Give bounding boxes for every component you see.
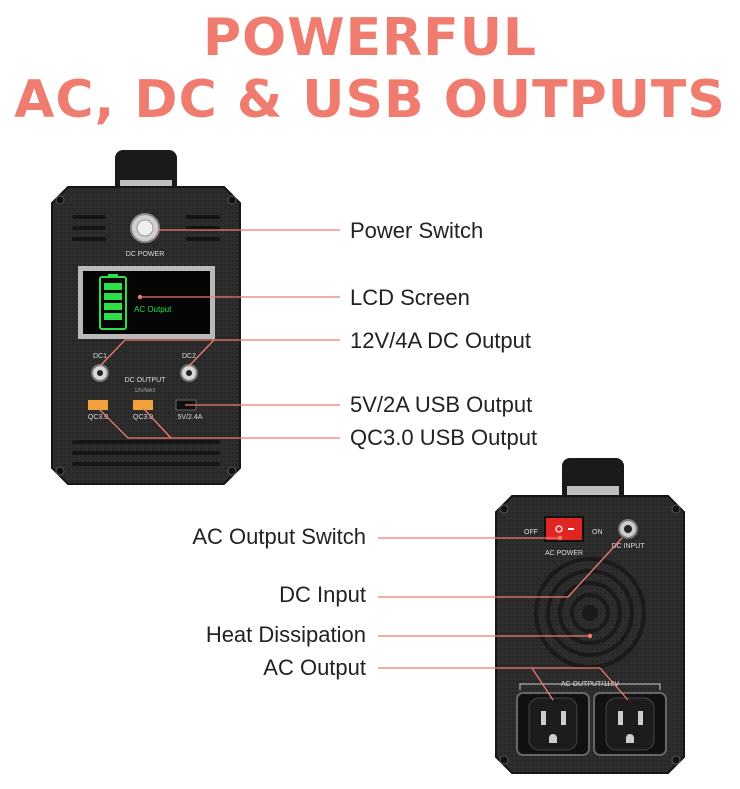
front-device: DC POWER AC Output DC1 DC2 DC OUTPUT 12V… xyxy=(51,150,241,485)
lcd-text: AC Output xyxy=(134,305,172,314)
ac-outlet-left xyxy=(516,692,590,756)
ac-power-label: AC POWER xyxy=(545,550,583,557)
fan-grille xyxy=(534,557,646,669)
dc-rating-label: 12V/MAX xyxy=(134,388,156,394)
callout-lines xyxy=(97,229,629,701)
dc1-label: DC1 xyxy=(93,353,107,360)
callout-dc-input: DC Input xyxy=(279,582,366,607)
front-bottom-vents xyxy=(72,440,220,466)
headline-line-2: AC, DC & USB OUTPUTS xyxy=(14,70,726,130)
callout-usb-output: 5V/2A USB Output xyxy=(350,392,533,417)
dc-output-label: DC OUTPUT xyxy=(125,377,167,384)
callout-ac-switch: AC Output Switch xyxy=(192,524,366,549)
line-dc-input xyxy=(378,537,623,598)
front-top-vents xyxy=(72,215,220,241)
dc2-label: DC2 xyxy=(182,353,196,360)
off-label: OFF xyxy=(524,529,538,536)
line-qc-output-2 xyxy=(142,407,172,439)
qc-port-2 xyxy=(133,400,153,410)
ac-outlet-right xyxy=(593,692,667,756)
lcd-screen xyxy=(83,271,210,334)
callout-qc-output: QC3.0 USB Output xyxy=(350,425,538,450)
qc2-label: QC3.0 xyxy=(133,414,153,421)
line-qc-output xyxy=(97,407,340,439)
qc1-label: QC3.0 xyxy=(88,414,108,421)
on-label: ON xyxy=(592,529,603,536)
callout-power-switch: Power Switch xyxy=(350,218,484,243)
dc-input-label: DC INPUT xyxy=(611,543,645,550)
callout-dc-output: 12V/4A DC Output xyxy=(350,328,531,353)
callout-lcd-screen: LCD Screen xyxy=(350,285,470,310)
back-device: OFF ON AC POWER DC INPUT AC OUTPUT/110V xyxy=(495,458,685,774)
qc-port-1 xyxy=(88,400,108,410)
dc-power-label: DC POWER xyxy=(126,251,165,258)
line-dc-output-2 xyxy=(188,339,215,367)
front-handle-bracket xyxy=(120,180,172,190)
ac-power-switch xyxy=(544,516,584,542)
line-dc-output xyxy=(99,339,340,367)
callout-ac-output: AC Output xyxy=(263,655,366,680)
headline-line-1: POWERFUL xyxy=(202,8,538,68)
callout-heat-dissipation: Heat Dissipation xyxy=(205,622,366,647)
usb-label: 5V/2.4A xyxy=(178,414,203,421)
line-ac-output-2 xyxy=(599,667,629,701)
